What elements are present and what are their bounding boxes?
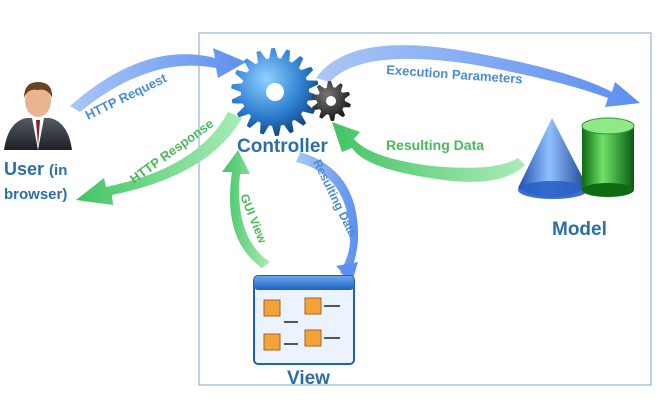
person-icon — [4, 82, 72, 150]
http-request-arrow — [70, 48, 246, 112]
cone-icon — [518, 118, 588, 199]
user-note-line2: browser) — [4, 186, 68, 203]
view-label: View — [287, 368, 330, 389]
resulting-data-view-label: Resulting Data — [310, 157, 360, 239]
system-boundary — [198, 32, 652, 386]
resulting-data-model-arrow — [332, 122, 525, 182]
user-note-line1: (in — [49, 162, 68, 179]
resulting-data-model-label: Resulting Data — [386, 137, 485, 153]
gear-icon — [231, 48, 351, 136]
http-response-arrow — [76, 112, 242, 205]
user-label: User (in browser) — [4, 158, 67, 206]
window-icon — [253, 275, 355, 365]
execution-parameters-arrow — [316, 45, 640, 107]
cylinder-icon — [581, 117, 635, 197]
user-name: User — [4, 159, 45, 179]
gui-view-arrow — [222, 150, 270, 268]
model-label: Model — [552, 219, 607, 240]
controller-label: Controller — [237, 136, 328, 157]
